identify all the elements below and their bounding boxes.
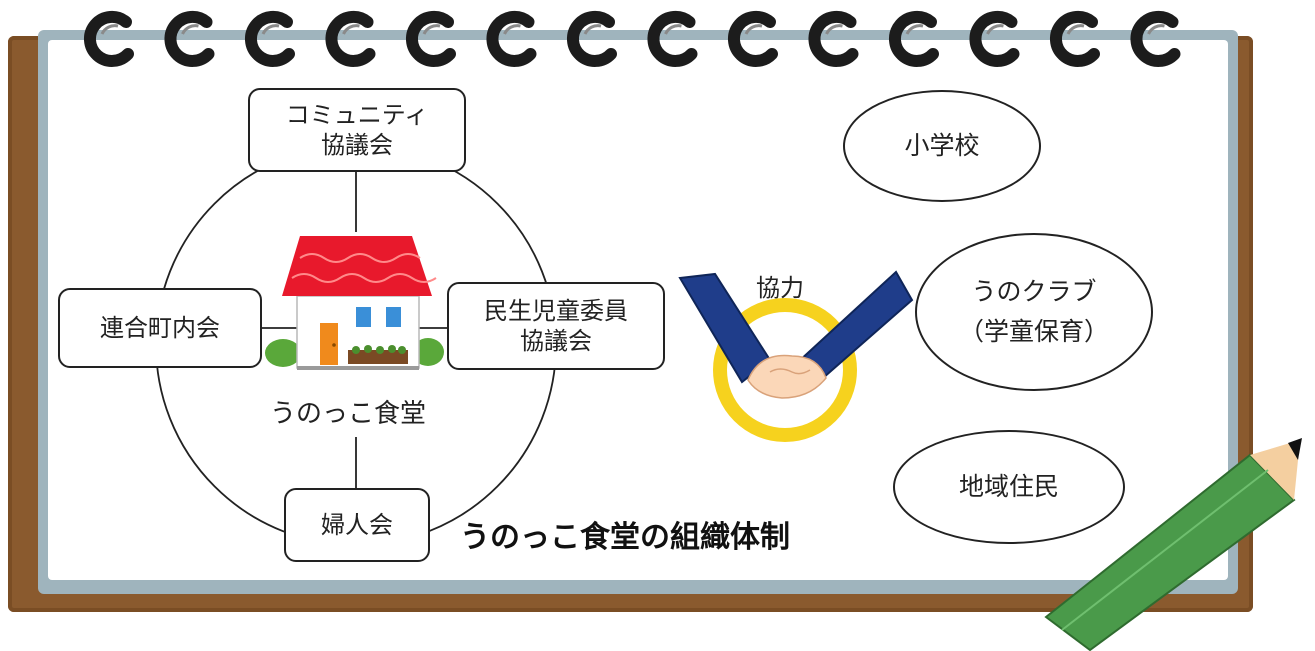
spiral-ring-icon [727, 10, 778, 67]
spiral-ring-icon [969, 10, 1020, 67]
spiral-ring-icon [244, 10, 295, 67]
node-neighborhood-association-label: 連合町内会 [100, 314, 220, 342]
partner-local-residents-label: 地域住民 [958, 472, 1059, 501]
partner-local-residents: 地域住民 [893, 430, 1125, 544]
partner-uno-club-label: うのクラブ （学童保育） [958, 277, 1109, 346]
node-community-council: コミュニティ 協議会 [248, 88, 466, 172]
node-womens-association-label: 婦人会 [321, 511, 393, 539]
spiral-binding [83, 10, 1181, 67]
spiral-ring-icon [888, 10, 939, 67]
node-womens-association: 婦人会 [284, 488, 430, 562]
diagram-title: うのっこ食堂の組織体制 [460, 520, 790, 555]
spiral-ring-icon [566, 10, 617, 67]
cooperation-label: 協力 [756, 274, 804, 302]
house-icon [265, 236, 444, 370]
spiral-ring-icon [647, 10, 698, 67]
spiral-ring-icon [325, 10, 376, 67]
node-welfare-commissioners-council-label: 民生児童委員 協議会 [484, 297, 628, 355]
spiral-ring-icon [1049, 10, 1100, 67]
spiral-ring-icon [1130, 10, 1181, 67]
spiral-ring-icon [808, 10, 859, 67]
pencil-icon [1044, 438, 1302, 651]
spiral-ring-icon [164, 10, 215, 67]
spiral-ring-icon [405, 10, 456, 67]
spiral-ring-icon [486, 10, 537, 67]
center-label: うのっこ食堂 [270, 399, 427, 429]
partner-elementary-school-label: 小学校 [904, 131, 980, 160]
partner-elementary-school: 小学校 [843, 90, 1041, 202]
handshake-icon [678, 270, 914, 442]
node-community-council-label: コミュニティ 協議会 [285, 101, 429, 159]
node-neighborhood-association: 連合町内会 [58, 288, 262, 368]
partner-uno-club: うのクラブ （学童保育） [915, 233, 1153, 391]
spiral-ring-icon [83, 10, 134, 67]
node-welfare-commissioners-council: 民生児童委員 協議会 [447, 282, 665, 370]
